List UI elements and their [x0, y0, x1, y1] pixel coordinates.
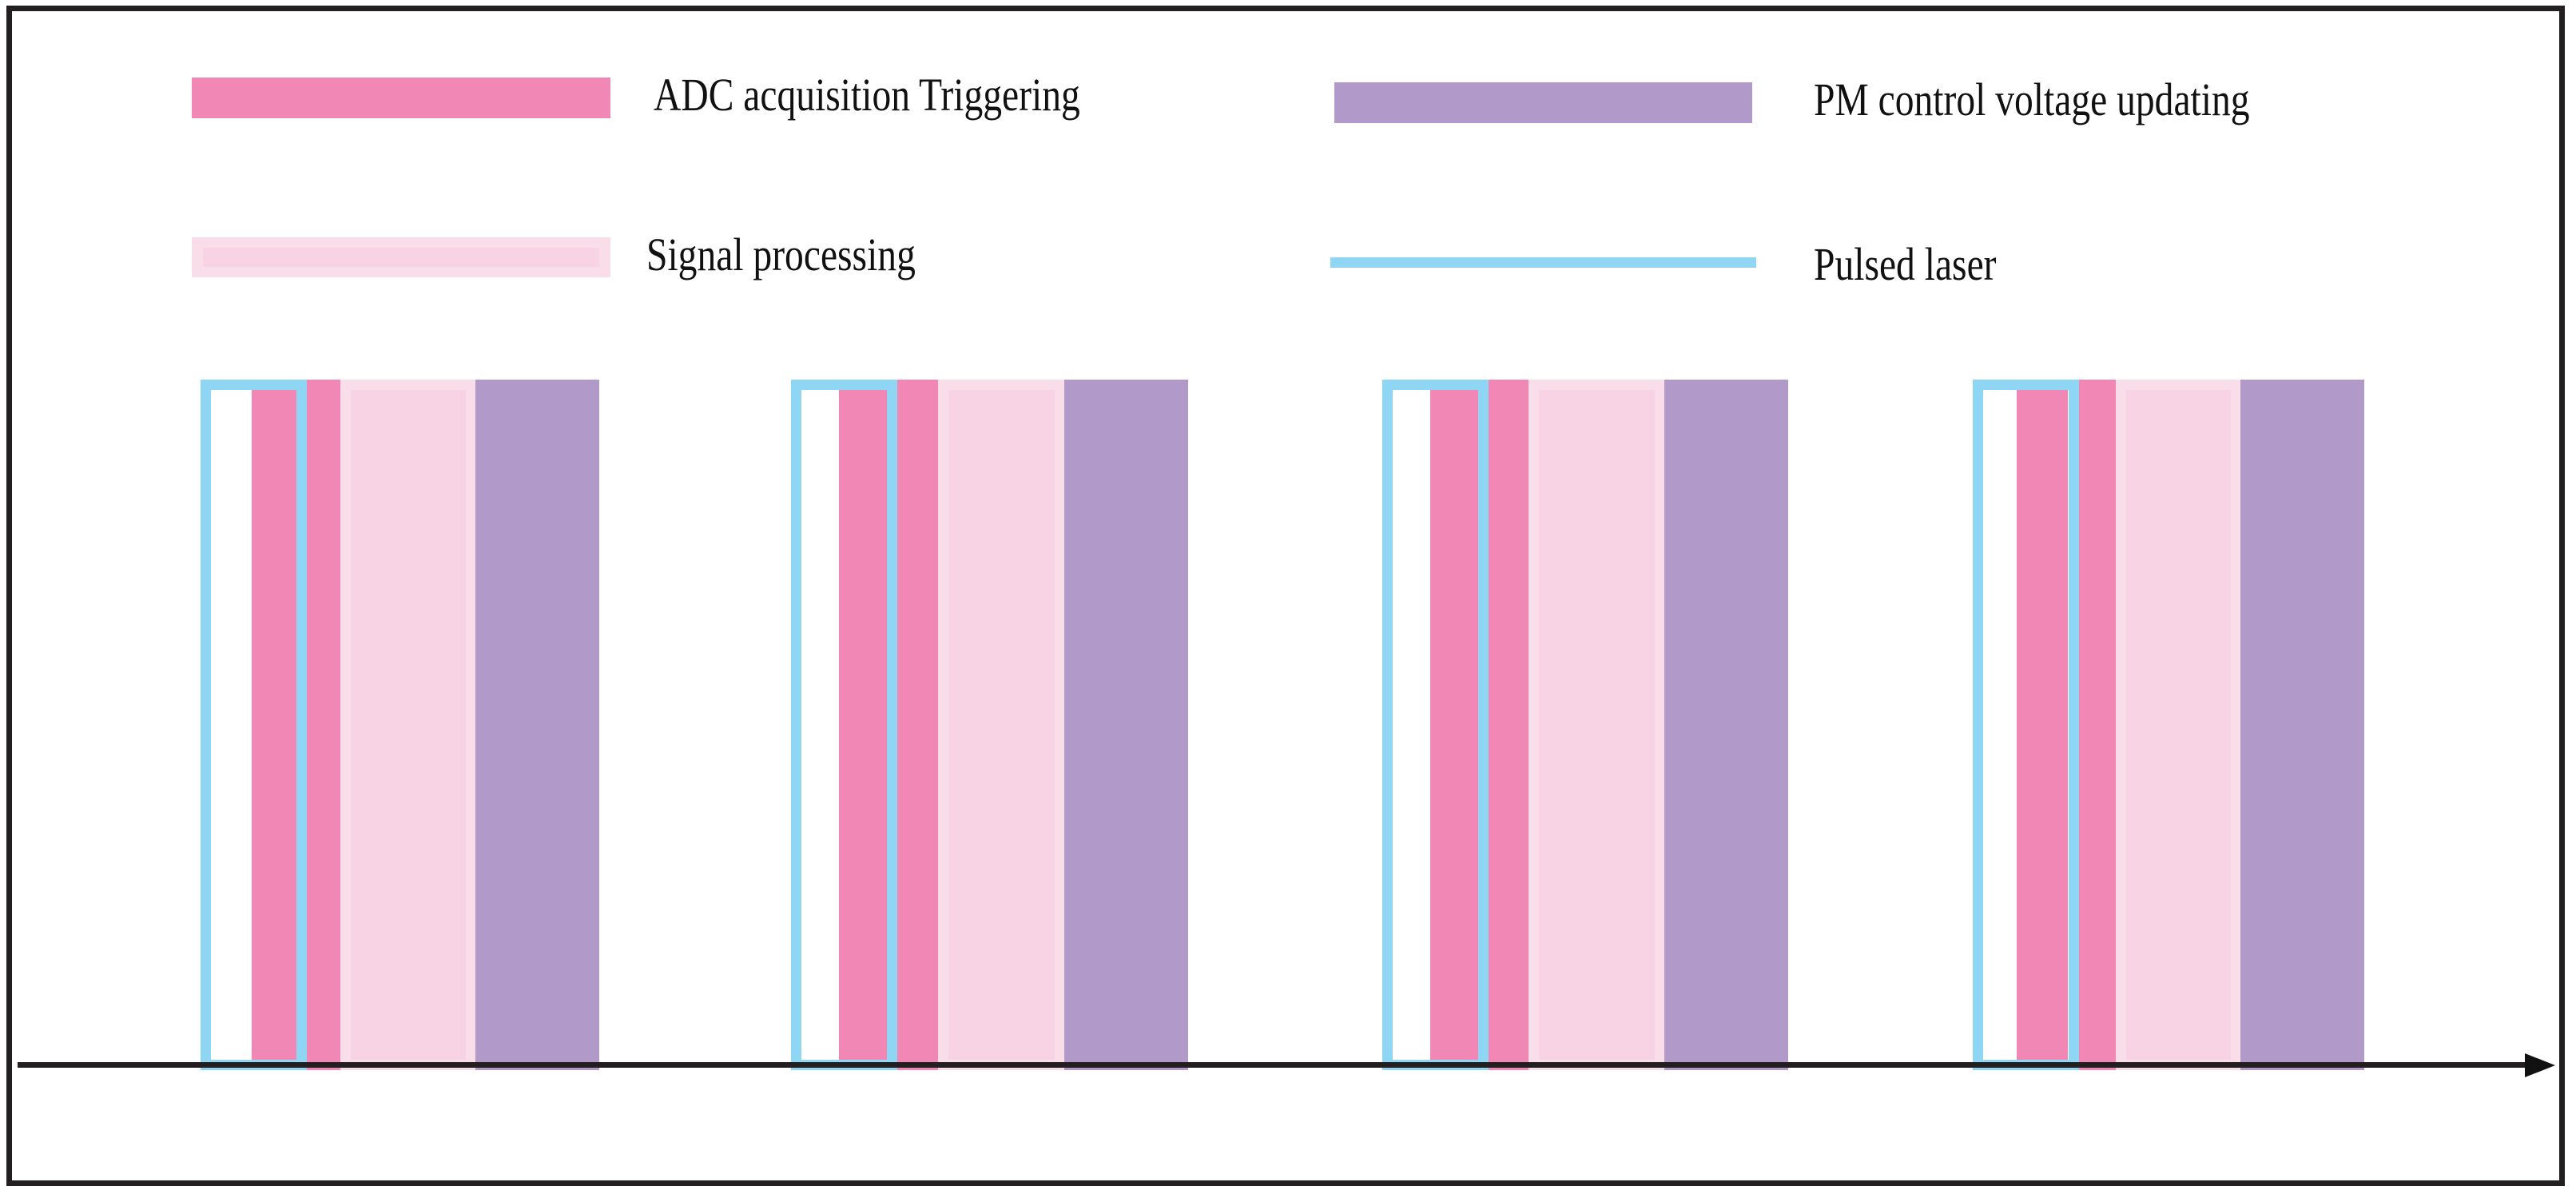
legend-label-processing: Signal processing	[646, 229, 916, 281]
adc-trigger-block	[897, 380, 938, 1070]
adc-trigger-block	[1489, 380, 1529, 1070]
adc-trigger-inner	[2017, 390, 2068, 1060]
arrow-right-icon	[2525, 1053, 2555, 1077]
pm-voltage-update-block	[1664, 380, 1788, 1070]
signal-processing-block	[1529, 380, 1664, 1070]
signal-processing-inner	[351, 390, 466, 1060]
legend-swatch-processing-inner	[203, 248, 599, 267]
adc-trigger-inner	[252, 390, 296, 1060]
legend-label-laser: Pulsed laser	[1814, 238, 1997, 290]
pulsed-laser-box	[201, 380, 307, 1070]
adc-trigger-inner	[839, 390, 887, 1060]
pm-voltage-update-block	[475, 380, 599, 1070]
signal-processing-inner	[948, 390, 1055, 1060]
signal-processing-block	[2116, 380, 2240, 1070]
legend-swatch-laser	[1330, 257, 1756, 268]
pulsed-laser-box	[1382, 380, 1489, 1070]
legend: ADC acquisition Triggering PM control vo…	[0, 0, 2576, 320]
pm-voltage-update-block	[1064, 380, 1188, 1070]
pm-voltage-update-block	[2240, 380, 2364, 1070]
adc-trigger-block	[307, 380, 340, 1070]
signal-processing-inner	[1539, 390, 1655, 1060]
signal-processing-block	[340, 380, 475, 1070]
pulsed-laser-box	[1973, 380, 2079, 1070]
signal-processing-inner	[2126, 390, 2231, 1060]
time-axis-line	[18, 1062, 2534, 1068]
legend-swatch-pm	[1334, 82, 1752, 123]
legend-label-adc: ADC acquisition Triggering	[654, 69, 1080, 121]
legend-swatch-adc	[192, 78, 610, 118]
adc-trigger-inner	[1430, 390, 1478, 1060]
legend-label-pm: PM control voltage updating	[1814, 74, 2250, 125]
legend-swatch-processing	[192, 237, 610, 277]
pulsed-laser-box	[791, 380, 897, 1070]
adc-trigger-block	[2079, 380, 2116, 1070]
signal-processing-block	[938, 380, 1064, 1070]
